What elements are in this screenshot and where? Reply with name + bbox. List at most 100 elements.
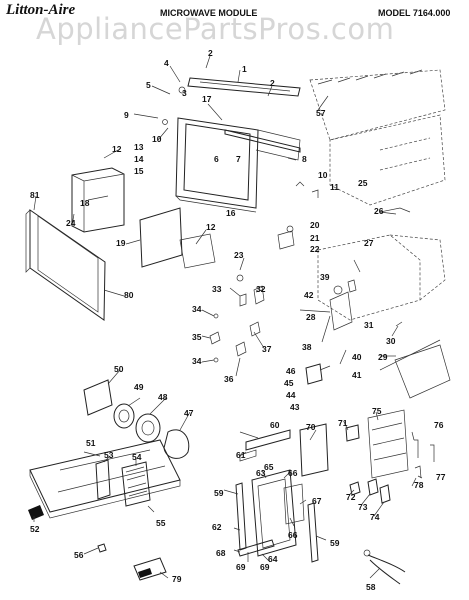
hinge-bar [237, 539, 275, 557]
part-label-12: 12 [206, 222, 216, 232]
relay [133, 557, 167, 581]
part-label-20: 20 [310, 220, 320, 230]
part-label-15: 15 [134, 166, 144, 176]
part-label-69: 69 [236, 562, 246, 572]
part-label-58: 58 [366, 582, 376, 592]
part-label-9: 9 [124, 110, 129, 120]
part-label-64: 64 [268, 554, 278, 564]
part-label-28: 28 [306, 312, 316, 322]
bracket-lower [179, 233, 216, 269]
part-label-40: 40 [352, 352, 362, 362]
part-label-42: 42 [304, 290, 314, 300]
part-label-71: 71 [338, 418, 348, 428]
part-label-22: 22 [310, 244, 320, 254]
diagram-title: MICROWAVE MODULE [160, 8, 258, 18]
part-label-13: 13 [134, 142, 144, 152]
base-plate [29, 439, 181, 519]
part-label-68: 68 [216, 548, 226, 558]
part-label-14: 14 [134, 154, 144, 164]
part-label-31: 31 [364, 320, 374, 330]
part-label-5: 5 [146, 80, 151, 90]
switch-71 [345, 424, 360, 442]
part-label-67: 67 [312, 496, 322, 506]
part-label-41: 41 [352, 370, 362, 380]
side-panel [25, 209, 106, 321]
model-number: MODEL 7164.000 [378, 8, 451, 18]
part-label-33: 33 [212, 284, 222, 294]
front-frame [175, 117, 301, 213]
upper-housing [309, 69, 446, 206]
part-label-47: 47 [184, 408, 194, 418]
part-label-45: 45 [284, 378, 294, 388]
part-label-75: 75 [372, 406, 382, 416]
part-label-57: 57 [316, 108, 326, 118]
brand-logo: Litton-Aire [6, 2, 76, 18]
air-duct [379, 339, 451, 399]
part-label-65: 65 [264, 462, 274, 472]
part-label-21: 21 [310, 233, 320, 243]
part-label-60: 60 [270, 420, 280, 430]
part-label-3: 3 [182, 88, 187, 98]
part-label-56: 56 [74, 550, 84, 560]
fastener-56 [97, 543, 107, 553]
part-label-24: 24 [66, 218, 76, 228]
part-label-34: 34 [192, 356, 202, 366]
part-label-79: 79 [172, 574, 182, 584]
part-label-59: 59 [330, 538, 340, 548]
cover-plate [299, 423, 329, 477]
part-label-8: 8 [302, 154, 307, 164]
door-panel [251, 469, 297, 557]
part-label-62: 62 [212, 522, 222, 532]
part-label-50: 50 [114, 364, 124, 374]
part-label-39: 39 [320, 272, 330, 282]
part-label-81: 81 [30, 190, 40, 200]
watermark: AppliancePartsPros.com [36, 12, 395, 46]
part-label-44: 44 [286, 390, 296, 400]
part-label-53: 53 [104, 450, 114, 460]
bar-60 [245, 429, 291, 451]
wire-harness [363, 549, 406, 585]
part-label-63: 63 [256, 468, 266, 478]
part-label-27: 27 [364, 238, 374, 248]
control-frame [367, 409, 409, 479]
switches-72-74 [349, 478, 391, 504]
part-label-10: 10 [318, 170, 328, 180]
part-label-36: 36 [224, 374, 234, 384]
part-label-51: 51 [86, 438, 96, 448]
part-label-54: 54 [132, 452, 142, 462]
part-label-49: 49 [134, 382, 144, 392]
leader-lines [33, 55, 423, 579]
part-label-18: 18 [80, 198, 90, 208]
part-label-72: 72 [346, 492, 356, 502]
top-rail [187, 77, 301, 97]
part-label-69: 69 [260, 562, 270, 572]
part-label-16: 16 [226, 208, 236, 218]
part-label-46: 46 [286, 366, 296, 376]
clips-76-78 [414, 439, 435, 479]
panel-67 [283, 483, 305, 525]
part-label-32: 32 [256, 284, 266, 294]
clip [28, 505, 44, 520]
part-label-26: 26 [374, 206, 384, 216]
mounting-plate [139, 207, 183, 268]
part-label-78: 78 [414, 480, 424, 490]
strip-61 [239, 449, 257, 462]
part-label-52: 52 [30, 524, 40, 534]
part-label-6: 6 [214, 154, 219, 164]
side-rail-left [235, 482, 247, 551]
support-strip [224, 129, 301, 153]
part-label-19: 19 [116, 238, 126, 248]
part-label-73: 73 [358, 502, 368, 512]
rear-assembly [317, 234, 446, 331]
part-label-77: 77 [436, 472, 446, 482]
part-label-66: 66 [288, 468, 298, 478]
motor [121, 461, 151, 507]
part-label-17: 17 [202, 94, 212, 104]
part-label-11: 11 [330, 182, 339, 192]
part-label-7: 7 [236, 154, 241, 164]
part-label-2: 2 [270, 78, 275, 88]
part-label-37: 37 [262, 344, 272, 354]
